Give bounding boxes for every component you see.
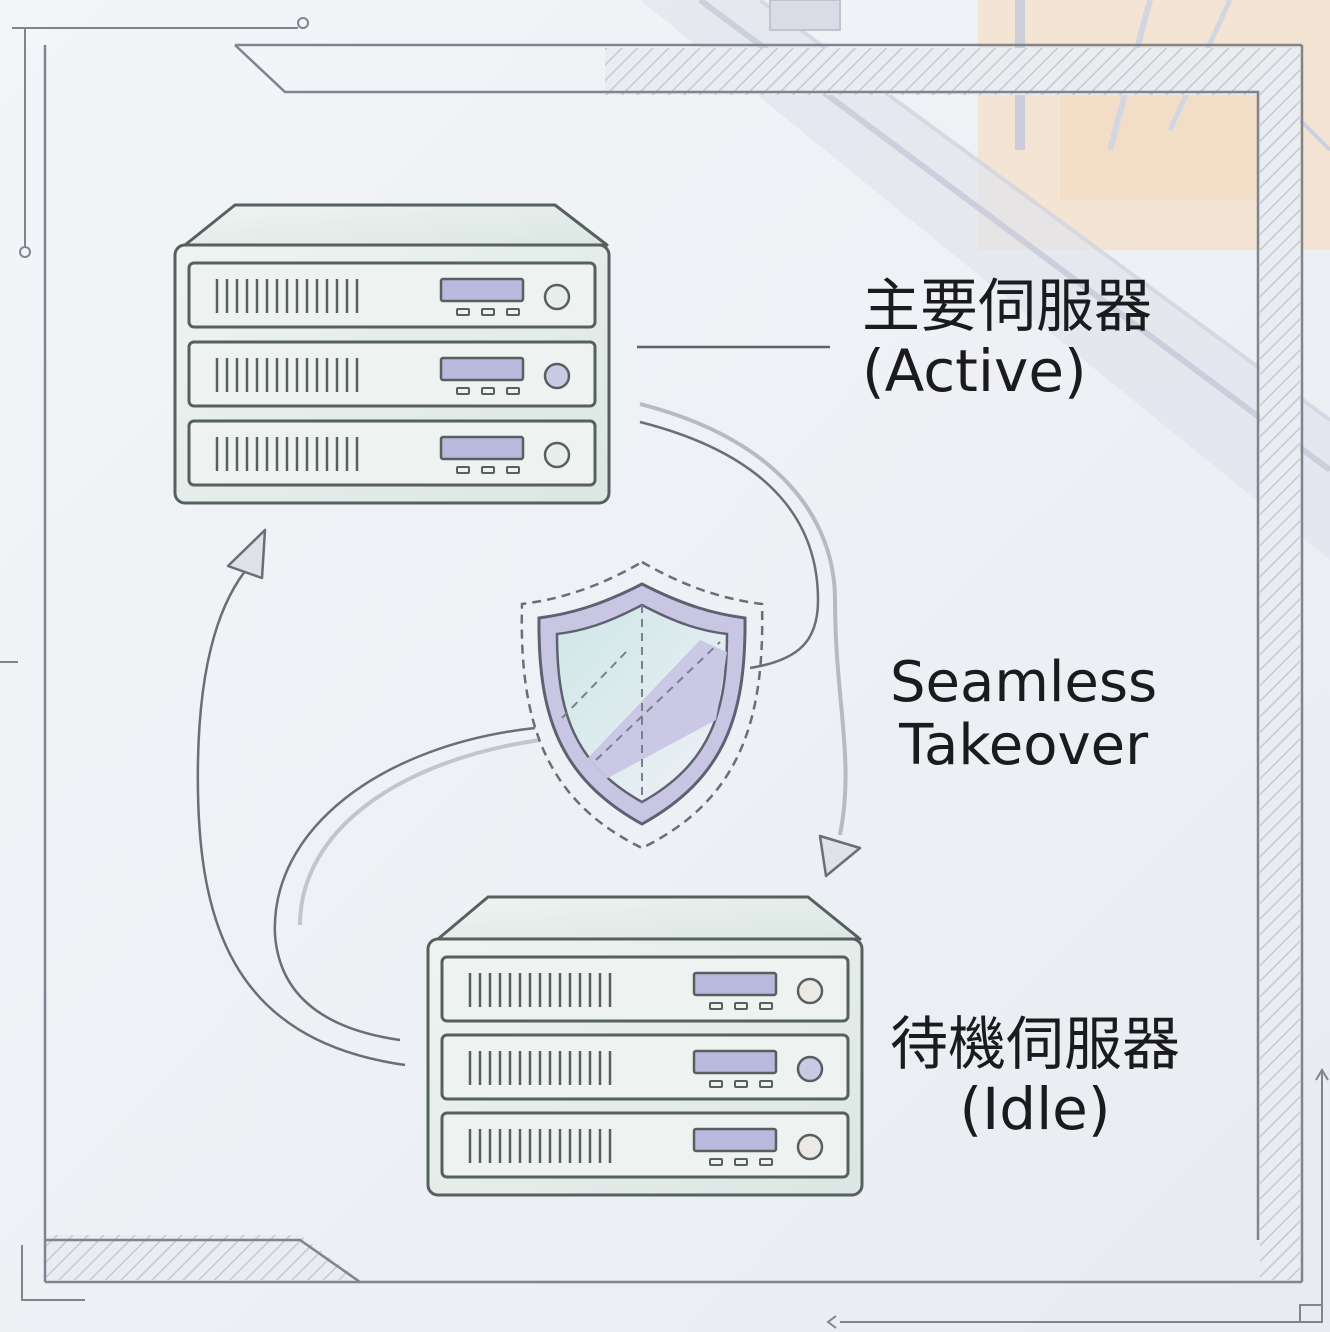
- server-unit: [187, 261, 597, 329]
- server-unit: [440, 1033, 850, 1101]
- server-unit: [187, 419, 597, 487]
- failback-arrow-up: [196, 528, 541, 1067]
- server-unit: [440, 955, 850, 1023]
- frame-accents: [0, 17, 1329, 1329]
- transition-label: Seamless Takeover: [890, 650, 1158, 778]
- shield-icon: [520, 560, 764, 850]
- primary-server-label: 主要伺服器 (Active): [862, 274, 1152, 404]
- frame-hatch: [45, 48, 1300, 1280]
- standby-server-icon: [426, 895, 864, 1197]
- primary-server-title: 主要伺服器: [862, 272, 1153, 340]
- server-unit: [440, 1111, 850, 1179]
- primary-server-icon: [173, 203, 611, 505]
- transition-line-1: Seamless: [890, 650, 1158, 715]
- standby-server-title: 待機伺服器: [890, 1010, 1181, 1078]
- outer-frame: [43, 43, 1304, 1284]
- server-unit: [187, 340, 597, 408]
- standby-server-label: 待機伺服器 (Idle): [890, 1012, 1180, 1142]
- standby-server-status: (Idle): [959, 1074, 1111, 1143]
- primary-server-status: (Active): [862, 336, 1087, 405]
- failover-arrow-down: [639, 402, 862, 878]
- transition-line-2: Takeover: [899, 712, 1149, 778]
